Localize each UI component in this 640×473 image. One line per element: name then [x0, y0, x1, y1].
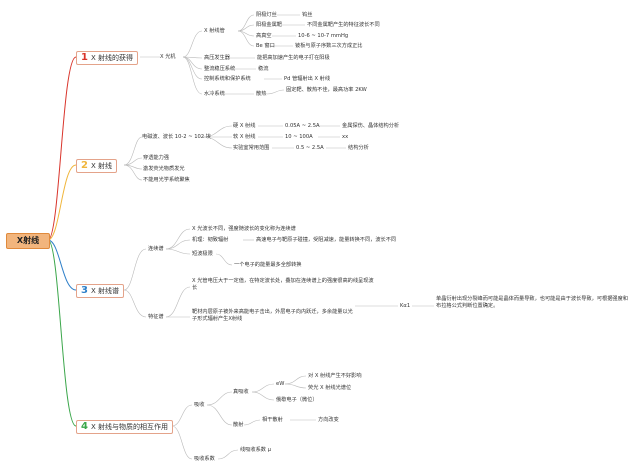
node-coherent-scattering[interactable]: 相干散射 [262, 417, 283, 423]
node-tube-part[interactable]: 阳极金属靶 [256, 22, 282, 28]
node-short-wave-limit-desc[interactable]: 一个电子的能量最多全部转换 [234, 262, 302, 268]
node-heat-dissipation[interactable]: 散热 [256, 91, 267, 97]
node-characteristic-spectrum[interactable]: 特征谱 [148, 314, 164, 320]
node-characteristic-mechanism[interactable]: 靶材内层原子被外来高能电子击出，外层电子向内跃迁，多余能量以光子形式辐射产生X射… [192, 309, 353, 322]
node-characteristic-def[interactable]: X 光管电压大于一定值，在特定波长处，叠加在连续谱上的强度很高的线呈现波长 [192, 278, 374, 291]
branch-number: 4 [81, 421, 88, 432]
node-absorption[interactable]: 吸收 [194, 402, 205, 408]
branch-number: 3 [81, 285, 88, 296]
root-node[interactable]: X射线 [6, 233, 50, 249]
node-rectifier-desc[interactable]: 稳流 [258, 66, 269, 72]
branch-number: 2 [81, 160, 88, 171]
node-xray-type[interactable]: 软 X 射线 [233, 134, 256, 140]
branch-label: X 射线的获得 [90, 54, 133, 62]
branch-label: X 射线与物质的相互作用 [90, 423, 168, 431]
node-tube-part-desc[interactable]: 10-6 ~ 10-7 mmHg [298, 33, 349, 39]
node-mechanism[interactable]: 机理：韧致辐射 [192, 237, 229, 243]
node-control-system[interactable]: 控制系统和保护系统 [204, 76, 251, 82]
node-short-wave-limit[interactable]: 短波极限 [192, 251, 213, 257]
node-xray-use[interactable]: 金属探伤、晶体结构分析 [342, 123, 400, 129]
node-tube-part-desc[interactable]: 钨丝 [302, 12, 313, 18]
node-property[interactable]: 激发荧光物质发光 [143, 166, 185, 172]
node-ew-effect[interactable]: 对 X 射线产生不好影响 [308, 373, 362, 379]
node-k-alpha-desc[interactable]: 单晶衍射出现分裂峰而可能是晶体而量导致，也可能是由于波长导致，可根据强度和布拉格… [436, 296, 628, 309]
node-rectifier[interactable]: 整流稳压系统 [204, 66, 236, 72]
branch-label: X 射线 [90, 162, 112, 170]
node-linear-absorption-coefficient[interactable]: 线吸收系数 μ [240, 447, 271, 453]
node-xray-range[interactable]: 0.05A ~ 2.5A [285, 123, 320, 129]
node-true-absorption[interactable]: 真吸收 [233, 389, 249, 395]
branch-label: X 射线谱 [90, 287, 119, 295]
node-tube-part[interactable]: Be 窗口 [256, 43, 275, 49]
node-heat-dissipation-desc[interactable]: 固定靶、散热不佳，最高功率 2KW [286, 87, 367, 93]
node-continuous-spectrum[interactable]: 连续谱 [148, 246, 164, 252]
node-water-cooling[interactable]: 水冷系统 [204, 91, 225, 97]
node-ew[interactable]: eW [276, 381, 285, 387]
node-property[interactable]: 不能用光学系统聚焦 [143, 177, 190, 183]
node-tube-part[interactable]: 高真空 [256, 33, 272, 39]
node-xray-tube[interactable]: X 射线管 [204, 28, 225, 34]
node-coherent-scattering-desc[interactable]: 方向改变 [318, 417, 339, 423]
node-auger-electron[interactable]: 俄歇电子（微位） [276, 397, 318, 403]
node-xray-use[interactable]: 结构分析 [348, 145, 369, 151]
node-tube-part-desc[interactable]: 铍板与原子序数三次方成正比 [295, 43, 363, 49]
node-absorption-coefficient[interactable]: 吸收系数 [194, 456, 215, 462]
node-xray-machine[interactable]: X 光机 [160, 54, 176, 60]
node-ew-effect[interactable]: 荧光 X 射线光谱位 [308, 385, 352, 391]
node-mechanism-desc[interactable]: 高速电子与靶原子碰撞，受阻减速，能量转换不同，波长不同 [256, 237, 397, 243]
node-wavelength[interactable]: 电磁波、波长 10-2 ~ 102 埃 [142, 134, 211, 140]
node-hv-generator[interactable]: 高压发生器 [204, 55, 230, 61]
node-continuous-def[interactable]: X 光波长不同，强度随波长的变化称为连续谱 [192, 226, 296, 232]
node-xray-use[interactable]: xx [342, 134, 349, 140]
node-tube-part-desc[interactable]: 不同金属靶产生的特征波长不同 [307, 22, 380, 28]
node-control-system-desc[interactable]: Pd 管辐射出 X 射线 [284, 76, 331, 82]
node-property[interactable]: 穿透能力强 [143, 155, 169, 161]
node-k-alpha[interactable]: Kα1 [400, 303, 411, 309]
node-tube-part[interactable]: 阴极灯丝 [256, 12, 277, 18]
node-xray-range[interactable]: 10 ~ 100A [285, 134, 313, 140]
node-xray-type[interactable]: 硬 X 射线 [233, 123, 256, 129]
node-hv-generator-desc[interactable]: 能把高加速产生的电子打在阳极 [257, 55, 330, 61]
node-xray-range[interactable]: 0.5 ~ 2.5A [296, 145, 324, 151]
node-scattering[interactable]: 散射 [233, 422, 244, 428]
branch-number: 1 [81, 52, 88, 63]
node-xray-type[interactable]: 实验室常用范围 [233, 145, 270, 151]
